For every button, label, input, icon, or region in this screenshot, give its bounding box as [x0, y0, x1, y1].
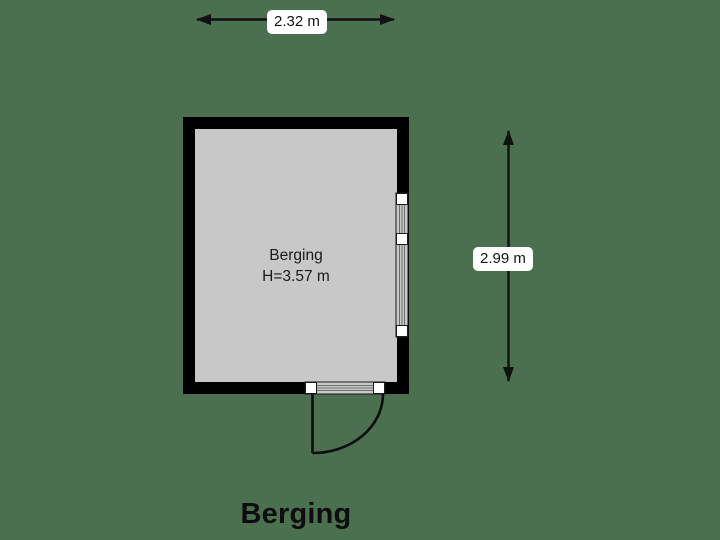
window-right-wall — [395, 192, 409, 338]
dimension-right-arrow-top — [503, 130, 514, 145]
dimension-right-arrow-bottom — [503, 367, 514, 382]
window-jamb-top — [396, 193, 408, 205]
room-name-label: Berging — [269, 247, 323, 264]
room-ceiling-height-label: H=3.57 m — [262, 268, 330, 285]
door-jamb-right — [373, 382, 385, 394]
door-bottom-wall — [304, 381, 386, 455]
plan-title: Berging — [240, 498, 352, 530]
window-jamb-bottom — [396, 325, 408, 337]
dimension-label-height: 2.99 m — [473, 247, 533, 271]
room-floor-fill — [195, 129, 397, 382]
dimension-label-width: 2.32 m — [267, 10, 327, 34]
dimension-top-arrow-left — [196, 14, 211, 25]
door-jamb-left — [305, 382, 317, 394]
window-mullion — [396, 233, 408, 245]
room-walls — [183, 117, 409, 394]
door-swing-arc — [312, 393, 385, 455]
dimension-top-arrow-right — [380, 14, 395, 25]
